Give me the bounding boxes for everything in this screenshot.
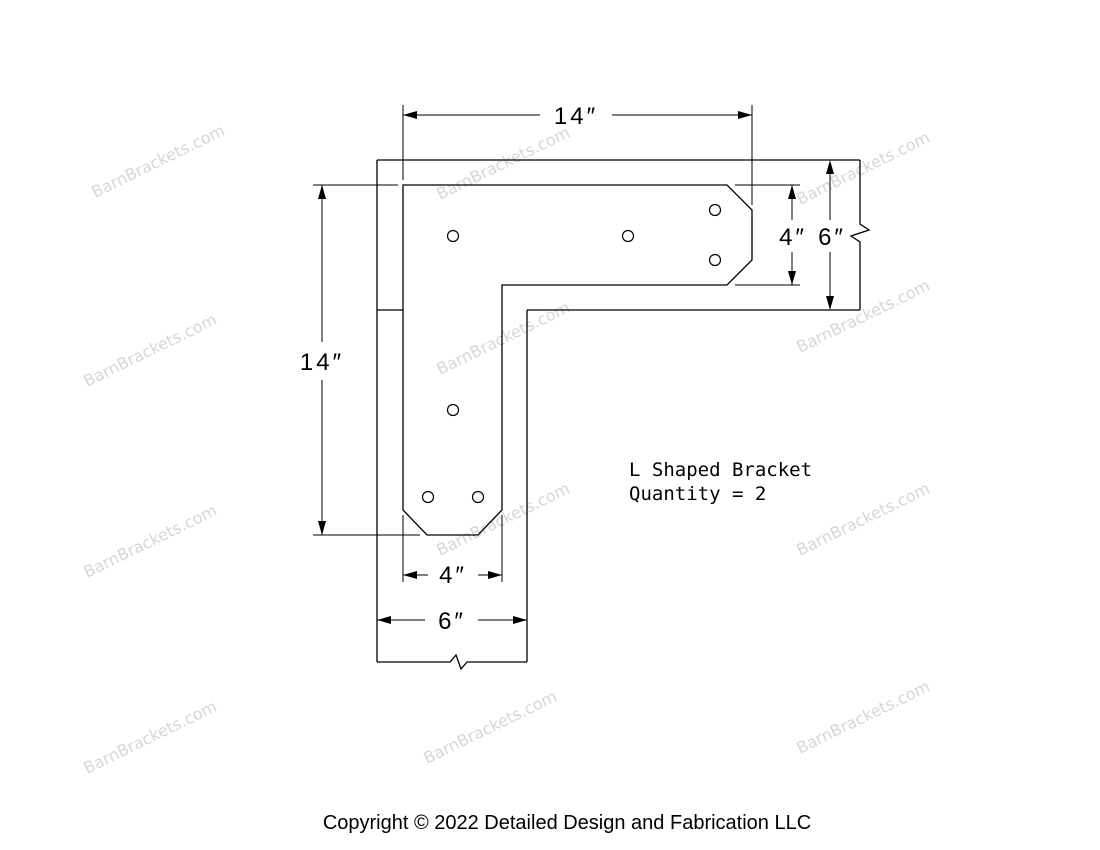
dimension-top-beam-width: 6″ (818, 160, 846, 310)
watermark-layer: BarnBrackets.com BarnBrackets.com BarnBr… (80, 121, 932, 778)
bolt-hole (708, 203, 722, 217)
timber-outline (376, 159, 871, 671)
watermark: BarnBrackets.com (420, 687, 559, 768)
arrowhead (403, 111, 417, 119)
bolt-hole (421, 490, 435, 504)
arrowhead (513, 616, 527, 624)
arrowhead (318, 521, 326, 535)
post-break-symbol (377, 653, 527, 671)
watermark: BarnBrackets.com (80, 697, 219, 778)
bracket-title: L Shaped Bracket (629, 459, 812, 481)
bolt-hole (708, 253, 722, 267)
top-length-label: 14″ (554, 103, 598, 130)
arrowhead (826, 160, 834, 174)
arrowhead (788, 271, 796, 285)
copyright-text: Copyright © 2022 Detailed Design and Fab… (323, 812, 811, 834)
top-plate-width-label: 4″ (779, 224, 807, 251)
beam-break-symbol (849, 160, 871, 310)
plate-outline (402, 184, 753, 536)
watermark: BarnBrackets.com (433, 123, 572, 204)
watermark: BarnBrackets.com (88, 121, 227, 202)
watermark: BarnBrackets.com (793, 479, 932, 560)
top-beam-width-label: 6″ (818, 224, 846, 251)
bottom-beam-width-label: 6″ (438, 608, 466, 635)
watermark: BarnBrackets.com (793, 276, 932, 357)
watermark: BarnBrackets.com (793, 128, 932, 209)
bottom-plate-width-label: 4″ (439, 562, 467, 589)
notes-block: L Shaped Bracket Quantity = 2 (629, 459, 812, 505)
watermark: BarnBrackets.com (80, 310, 219, 391)
arrowhead (826, 296, 834, 310)
arrowhead (318, 185, 326, 199)
arrowhead (738, 111, 752, 119)
arrowhead (488, 571, 502, 579)
arrowhead (788, 185, 796, 199)
watermark: BarnBrackets.com (793, 677, 932, 758)
dimension-top-plate-width: 4″ (735, 184, 807, 286)
dimension-top-length: 14″ (402, 103, 753, 205)
bolt-hole (446, 403, 460, 417)
bolt-hole (471, 490, 485, 504)
bracket-plate (402, 184, 753, 536)
watermark: BarnBrackets.com (80, 501, 219, 582)
bolt-hole (446, 229, 460, 243)
watermark: BarnBrackets.com (433, 479, 572, 560)
side-length-label: 14″ (300, 349, 344, 376)
bolt-hole (621, 229, 635, 243)
arrowhead (377, 616, 391, 624)
dimension-bottom-plate-width: 4″ (402, 515, 503, 589)
arrowhead (403, 571, 417, 579)
bracket-quantity: Quantity = 2 (629, 483, 766, 505)
dimension-bottom-beam-width: 6″ (377, 608, 527, 635)
dimension-side-length: 14″ (300, 184, 420, 536)
